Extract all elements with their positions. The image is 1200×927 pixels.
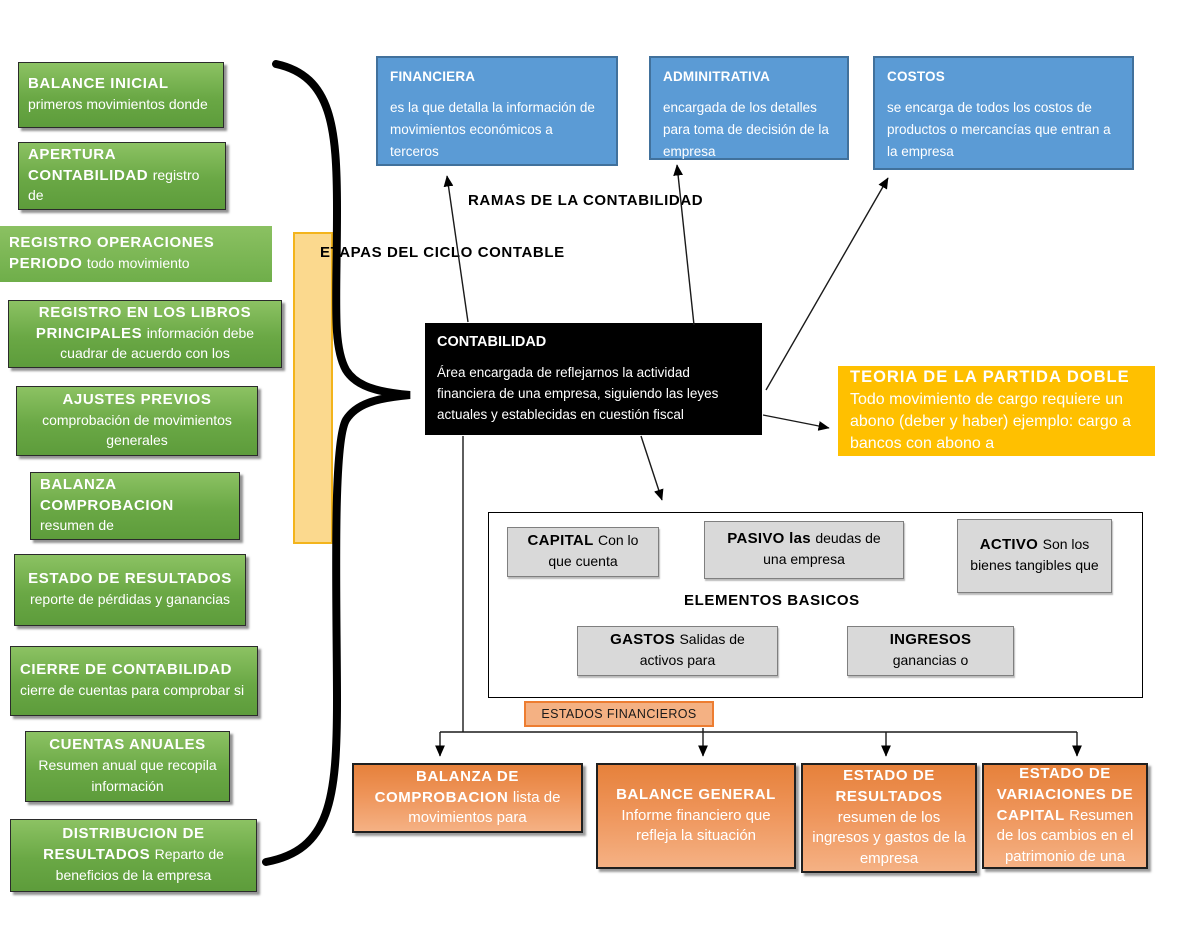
stage-ajustes-previos: AJUSTES PREVIOS comprobación de movimien… [16,386,258,456]
branch-body: se encarga de todos los costos de produc… [887,99,1111,160]
element-body: deudas de una empresa [763,530,881,567]
stage-title: CIERRE DE CONTABILIDAD [20,661,233,679]
stage-body: todo movimiento [86,255,190,271]
element-title: CAPITAL [527,532,594,550]
element-title: ACTIVO [979,536,1039,554]
statement-title: BALANZA DE COMPROBACION [374,767,519,806]
branch-body: encargada de los detalles para toma de d… [663,99,829,160]
statement-variaciones-capital: ESTADO DE VARIACIONES DE CAPITAL Resumen… [982,763,1148,869]
element-activo: ACTIVO Son los bienes tangibles que [957,519,1112,593]
stage-title: ESTADO DE RESULTADOS [28,570,232,588]
stage-body: primeros movimientos donde [28,96,208,112]
branch-adminitrativa: ADMINITRATIVA encargada de los detalles … [649,56,849,160]
teoria-partida-doble: TEORIA DE LA PARTIDA DOBLE Todo movimien… [838,366,1155,456]
branch-body: es la que detalla la información de movi… [390,99,595,160]
stage-body: resumen de [40,517,114,534]
statement-body: lista de movimientos para [408,788,561,827]
statement-title: ESTADO DE VARIACIONES DE CAPITAL [996,765,1134,824]
stage-cierre-contabilidad: CIERRE DE CONTABILIDAD cierre de cuentas… [10,646,258,716]
etapas-label: ETAPAS DEL CICLO CONTABLE [320,244,565,261]
statement-body: resumen de los ingresos y gastos de la e… [812,808,966,868]
statement-balanza-comprobacion: BALANZA DE COMPROBACION lista de movimie… [352,763,583,833]
element-title: GASTOS [610,631,676,649]
element-capital: CAPITAL Con lo que cuenta [507,527,659,577]
elementos-basicos-label: ELEMENTOS BASICOS [684,592,860,609]
stage-title: DISTRIBUCION DE RESULTADOS [43,825,205,864]
stage-distribucion-resultados: DISTRIBUCION DE RESULTADOS Reparto de be… [10,819,257,892]
element-body: Son los bienes tangibles que [970,536,1099,573]
statement-balance-general: BALANCE GENERAL Informe financiero que r… [596,763,796,869]
element-title: PASIVO las [727,530,811,548]
stage-title: REGISTRO OPERACIONES PERIODO [9,234,215,272]
stage-body: reporte de pérdidas y ganancias [29,591,231,607]
statement-title: BALANCE GENERAL [616,785,776,803]
element-ingresos: INGRESOS ganancias o [847,626,1014,676]
branch-title: COSTOS [887,69,945,84]
stage-body: comprobación de movimientos generales [42,411,232,449]
stage-estado-resultados: ESTADO DE RESULTADOS reporte de pérdidas… [14,554,246,626]
stage-title: BALANZA COMPROBACION [40,475,174,514]
stage-balanza-comprobacion: BALANZA COMPROBACION resumen de [30,472,240,540]
teoria-title: TEORIA DE LA PARTIDA DOBLE [850,368,1130,387]
branch-title: FINANCIERA [390,69,476,84]
stage-apertura-contabilidad: APERTURA CONTABILIDAD registro de [18,142,226,210]
statement-estado-resultados: ESTADO DE RESULTADOS resumen de los ingr… [801,763,977,873]
teoria-body: Todo movimiento de cargo requiere un abo… [850,391,1132,452]
stage-registro-libros: REGISTRO EN LOS LIBROS PRINCIPALES infor… [8,300,282,368]
ramas-label: RAMAS DE LA CONTABILIDAD [468,192,704,209]
branch-title: ADMINITRATIVA [663,69,771,84]
stage-title: APERTURA CONTABILIDAD [28,145,149,184]
etapas-highlight-bar [293,232,333,544]
central-title: CONTABILIDAD [437,334,547,350]
central-contabilidad: CONTABILIDAD Área encargada de reflejarn… [425,323,762,435]
stage-body: Resumen anual que recopila información [38,757,217,794]
stage-registro-operaciones: REGISTRO OPERACIONES PERIODO todo movimi… [0,226,272,282]
statement-title: ESTADO DE RESULTADOS [835,767,943,805]
branch-costos: COSTOS se encarga de todos los costos de… [873,56,1134,170]
central-body: Área encargada de reflejarnos la activid… [437,364,719,422]
stage-title: BALANCE INICIAL [28,75,169,93]
element-pasivo: PASIVO las deudas de una empresa [704,521,904,579]
stage-body: registro de [28,166,200,204]
stage-balance-inicial: BALANCE INICIAL primeros movimientos don… [18,62,224,128]
stage-title: AJUSTES PREVIOS [62,390,212,408]
stage-cuentas-anuales: CUENTAS ANUALES Resumen anual que recopi… [25,731,230,802]
stage-body: Reparto de beneficios de la empresa [55,846,224,883]
left-curly-brace [262,60,411,866]
element-body: Con lo que cuenta [548,532,639,569]
element-gastos: GASTOS Salidas de activos para [577,626,778,676]
stage-title: CUENTAS ANUALES [49,736,206,754]
statement-body: Informe financiero que refleja la situac… [621,806,771,845]
branch-financiera: FINANCIERA es la que detalla la informac… [376,56,618,166]
element-body: Salidas de activos para [639,631,745,668]
stage-body: información debe cuadrar de acuerdo con … [60,324,255,362]
statement-body: Resumen de los cambios en el patrimonio … [996,806,1134,866]
stage-title: REGISTRO EN LOS LIBROS PRINCIPALES [35,303,252,342]
element-title: INGRESOS [889,631,972,649]
stage-body: cierre de cuentas para comprobar si [20,682,245,698]
element-body: ganancias o [892,652,969,668]
estados-financieros-label: ESTADOS FINANCIEROS [524,701,714,727]
